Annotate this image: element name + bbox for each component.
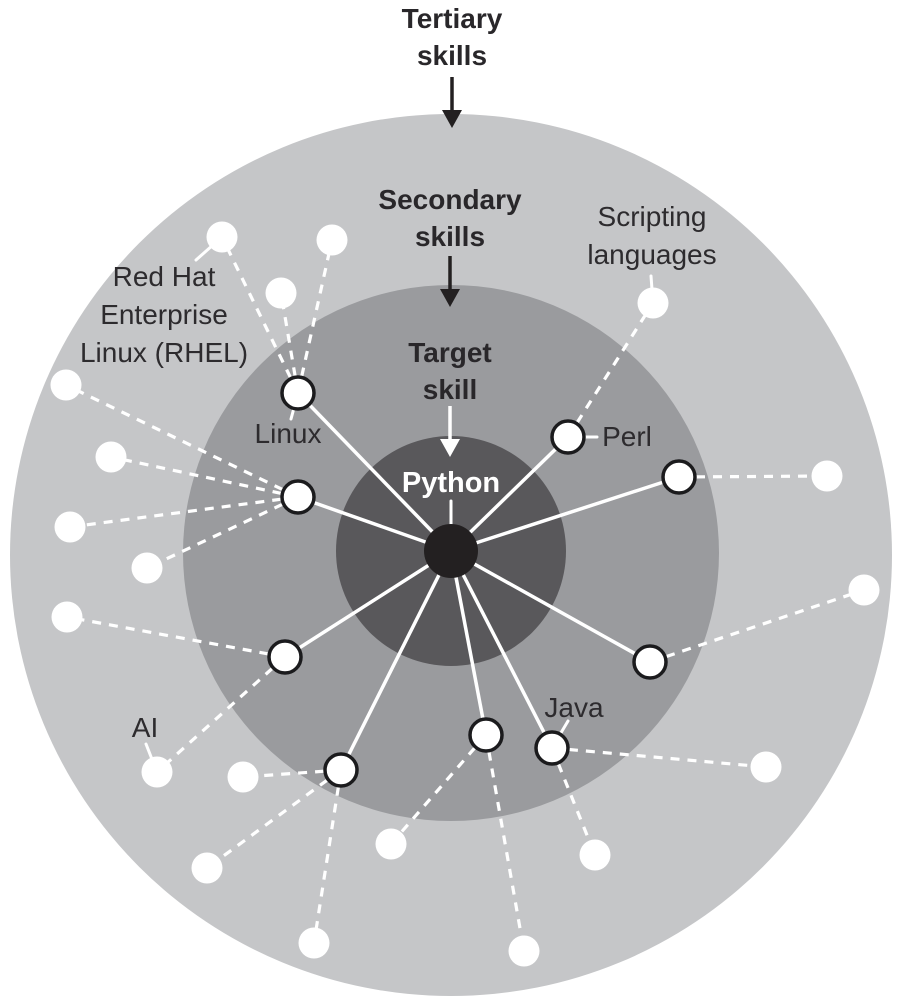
ai-label: AI: [131, 712, 159, 743]
perl-label: Perl: [602, 421, 652, 452]
edge-solid-bottom-center: [449, 550, 488, 736]
edge-solid-java: [449, 550, 554, 749]
arrow-head-tertiary: [442, 110, 462, 128]
secondary-node-perl: [550, 419, 586, 455]
java-label: Java: [544, 692, 604, 723]
edge-dashed-rhel-hub-3: [65, 383, 299, 499]
edge-dashed-java-14: [550, 747, 597, 856]
tertiary-node-bottom-center-13: [508, 935, 540, 967]
edge-solid-lower-right: [450, 549, 651, 664]
secondary-node-lower-right: [632, 644, 668, 680]
tertiary-node-rhel-hub-5: [54, 511, 86, 543]
secondary-node-bottom-left: [323, 752, 359, 788]
tertiary-node-left-lower-8: [141, 756, 173, 788]
secondary-node-rhel-hub: [280, 479, 316, 515]
tertiary-node-linux-0: [206, 221, 238, 253]
edge-dashed-rhel-hub-6: [146, 495, 299, 570]
tertiary-node-bottom-center-12: [375, 828, 407, 860]
tertiary-node-right-17: [811, 460, 843, 492]
edge-dashed-right-17: [678, 474, 828, 479]
edge-solid-bottom-left: [339, 550, 453, 771]
secondary-node-java: [534, 730, 570, 766]
tertiary-node-rhel-hub-3: [50, 369, 82, 401]
tertiary-node-bottom-left-10: [191, 852, 223, 884]
secondary-node-linux: [280, 375, 316, 411]
edge-dashed-lower-right-16: [649, 588, 865, 664]
tertiary-node-lower-right-16: [848, 574, 880, 606]
secondary-node-right: [661, 459, 697, 495]
tertiary-node-bottom-left-9: [227, 761, 259, 793]
tertiary-node-perl-18: [637, 287, 669, 319]
arrow-head-target: [440, 439, 460, 457]
tertiary-skills-label: Tertiary skills: [401, 3, 503, 71]
edge-solid-linux: [296, 391, 453, 553]
edge-solid-right: [450, 475, 680, 553]
tertiary-node-java-15: [750, 751, 782, 783]
tertiary-node-rhel-hub-6: [131, 552, 163, 584]
target-skill-label: Target skill: [408, 337, 492, 405]
linux-label: Linux: [254, 418, 322, 449]
edge-dashed-bottom-center-12: [389, 733, 488, 846]
edge-solid-perl: [449, 435, 570, 553]
tertiary-node-java-14: [579, 839, 611, 871]
secondary-node-bottom-center: [468, 717, 504, 753]
edge-dashed-rhel-hub-5: [69, 495, 299, 529]
edge-dashed-left-lower-7: [66, 615, 286, 659]
secondary-skills-label: Secondary skills: [378, 184, 522, 252]
edge-dashed-left-lower-8: [155, 655, 287, 774]
rhel-label: Red Hat Enterprise Linux (RHEL): [79, 261, 249, 368]
edge-dashed-bottom-left-11: [312, 769, 343, 944]
edge-solid-left-lower: [284, 549, 452, 659]
python-center-label: Python: [401, 467, 501, 499]
tertiary-node-linux-2: [316, 224, 348, 256]
edge-dashed-bottom-center-13: [484, 734, 526, 952]
arrow-head-secondary: [440, 289, 460, 307]
edge-dashed-bottom-left-10: [206, 768, 342, 870]
tertiary-node-bottom-left-11: [298, 927, 330, 959]
scripting-languages-label: Scripting languages: [587, 201, 717, 270]
edge-solid-rhel-hub: [297, 495, 452, 553]
hub-node-python: [424, 524, 478, 578]
tertiary-node-linux-1: [265, 277, 297, 309]
edge-dashed-linux-0: [220, 236, 300, 394]
edge-dashed-java-15: [551, 746, 767, 769]
secondary-node-left-lower: [267, 639, 303, 675]
tertiary-node-rhel-hub-4: [95, 441, 127, 473]
edge-dashed-rhel-hub-4: [110, 455, 299, 499]
tertiary-node-left-lower-7: [51, 601, 83, 633]
